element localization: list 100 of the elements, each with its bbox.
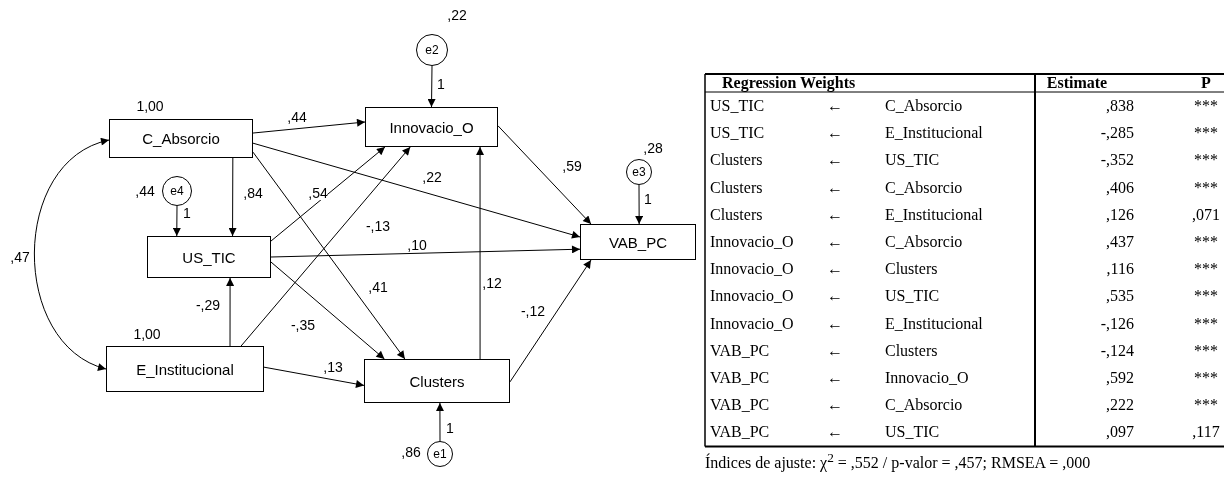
arrow	[240, 146, 411, 347]
table-cell: ,535	[1106, 288, 1134, 305]
table-cell: US_TIC	[885, 424, 940, 441]
error-circle: e4	[162, 176, 192, 206]
fit-indices-note: Índices de ajuste: χ$^{2}$ = ,552 / p-valor = ,457; RMSEA = ,000	[705, 451, 1091, 472]
column-header: P	[1201, 75, 1211, 91]
table-cell: C_Absorcio	[885, 234, 963, 250]
table-cell: US_TIC	[885, 288, 940, 305]
table-cell: VAB_PC	[710, 370, 770, 386]
path-coefficient: -,29	[195, 298, 221, 312]
table-cell: ***	[1194, 125, 1218, 142]
table-cell: Clusters	[710, 206, 763, 223]
table-cell: -,126	[1100, 315, 1134, 332]
table-cell: E_Institucional	[885, 315, 983, 332]
path-coefficient: ,41	[368, 280, 388, 294]
variable-box: C_Absorcio	[109, 119, 253, 158]
table-cell: ***	[1194, 288, 1218, 305]
table-cell: ←	[827, 261, 843, 278]
table-cell: ,838	[1106, 98, 1134, 114]
table-cell: ←	[827, 234, 843, 250]
table-cell: ←	[827, 424, 843, 441]
table-cell: C_Absorcio	[885, 98, 963, 114]
table-cell: Clusters	[710, 179, 763, 196]
table-cell: US_TIC	[710, 98, 765, 114]
arrow	[252, 151, 406, 360]
table-cell: Clusters	[885, 342, 938, 359]
table-cell: VAB_PC	[710, 342, 770, 359]
arrow	[435, 402, 444, 442]
table-cell: ,117	[1192, 424, 1220, 441]
variance-label: ,44	[135, 184, 155, 198]
path-coefficient: -,13	[365, 219, 391, 233]
path-coefficient: ,54	[308, 186, 328, 200]
error-circle: e3	[626, 159, 652, 185]
arrow	[263, 366, 365, 388]
variance-label: ,28	[643, 141, 663, 155]
table-cell: ←	[827, 179, 843, 196]
table-cell: Innovacio_O	[710, 315, 794, 332]
table-cell: ,126	[1106, 206, 1134, 223]
arrow	[635, 184, 644, 225]
table-cell: VAB_PC	[710, 424, 770, 441]
arrow	[226, 277, 235, 347]
arrow	[270, 245, 581, 258]
path-coefficient: ,44	[287, 110, 307, 124]
table-cell: ,116	[1106, 261, 1134, 278]
arrow	[509, 259, 592, 383]
table-cell: Innovacio_O	[710, 261, 794, 278]
table-cell: ***	[1194, 234, 1218, 250]
variable-box: E_Institucional	[106, 346, 264, 392]
path-coefficient: ,12	[482, 276, 502, 290]
variable-box: US_TIC	[147, 236, 271, 278]
arrow	[476, 146, 485, 360]
table-cell: ***	[1194, 98, 1218, 114]
table-cell: E_Institucional	[885, 125, 983, 142]
table-cell: ***	[1194, 179, 1218, 196]
path-coefficient: 1	[437, 77, 445, 91]
table-cell: ,437	[1106, 234, 1134, 250]
path-coefficient: 1	[446, 421, 454, 435]
table-cell: C_Absorcio	[885, 397, 963, 414]
table-cell: -,285	[1100, 125, 1134, 142]
table-cell: ***	[1194, 261, 1218, 278]
table-cell: ←	[827, 342, 843, 359]
table-cell: US_TIC	[885, 152, 940, 169]
table-cell: ***	[1194, 370, 1218, 386]
table-cell: Innovacio_O	[710, 288, 794, 305]
path-coefficient: ,59	[562, 159, 582, 173]
variance-label: 1,00	[136, 99, 164, 113]
path-coefficient: -,12	[520, 304, 546, 318]
path-coefficient: ,10	[407, 238, 427, 252]
path-coefficient: ,22	[422, 170, 442, 184]
path-coefficient: 1	[644, 192, 652, 206]
table-cell: US_TIC	[710, 125, 765, 142]
table-cell: Clusters	[885, 261, 938, 278]
arrow	[497, 125, 592, 225]
covariance-arrow	[33, 139, 110, 370]
table-cell: ←	[827, 98, 843, 114]
variance-label: ,86	[401, 445, 421, 459]
path-coefficient: 1	[183, 206, 191, 220]
table-cell: VAB_PC	[710, 397, 770, 414]
arrow	[270, 261, 385, 360]
table-cell: ,406	[1106, 179, 1134, 196]
table-cell: -,352	[1100, 152, 1134, 169]
arrow	[228, 157, 237, 237]
table-cell: ,097	[1106, 424, 1134, 441]
variance-label: 1,00	[133, 327, 161, 341]
path-coefficient: ,47	[10, 250, 30, 264]
path-coefficient: ,84	[243, 186, 263, 200]
variable-box: VAB_PC	[580, 224, 696, 260]
table-cell: ←	[827, 315, 843, 332]
table-cell: Innovacio_O	[885, 370, 969, 386]
arrow	[252, 142, 581, 239]
error-circle: e1	[427, 441, 453, 467]
variance-label: ,22	[447, 8, 467, 22]
table-cell: ***	[1194, 342, 1218, 359]
arrow	[172, 205, 181, 237]
column-header: Regression Weights	[722, 75, 856, 91]
table-cell: -,124	[1100, 342, 1134, 359]
table-cell: ←	[827, 288, 843, 305]
path-coefficient: -,35	[290, 318, 316, 332]
variable-box: Clusters	[364, 359, 510, 403]
table-cell: C_Absorcio	[885, 179, 963, 196]
